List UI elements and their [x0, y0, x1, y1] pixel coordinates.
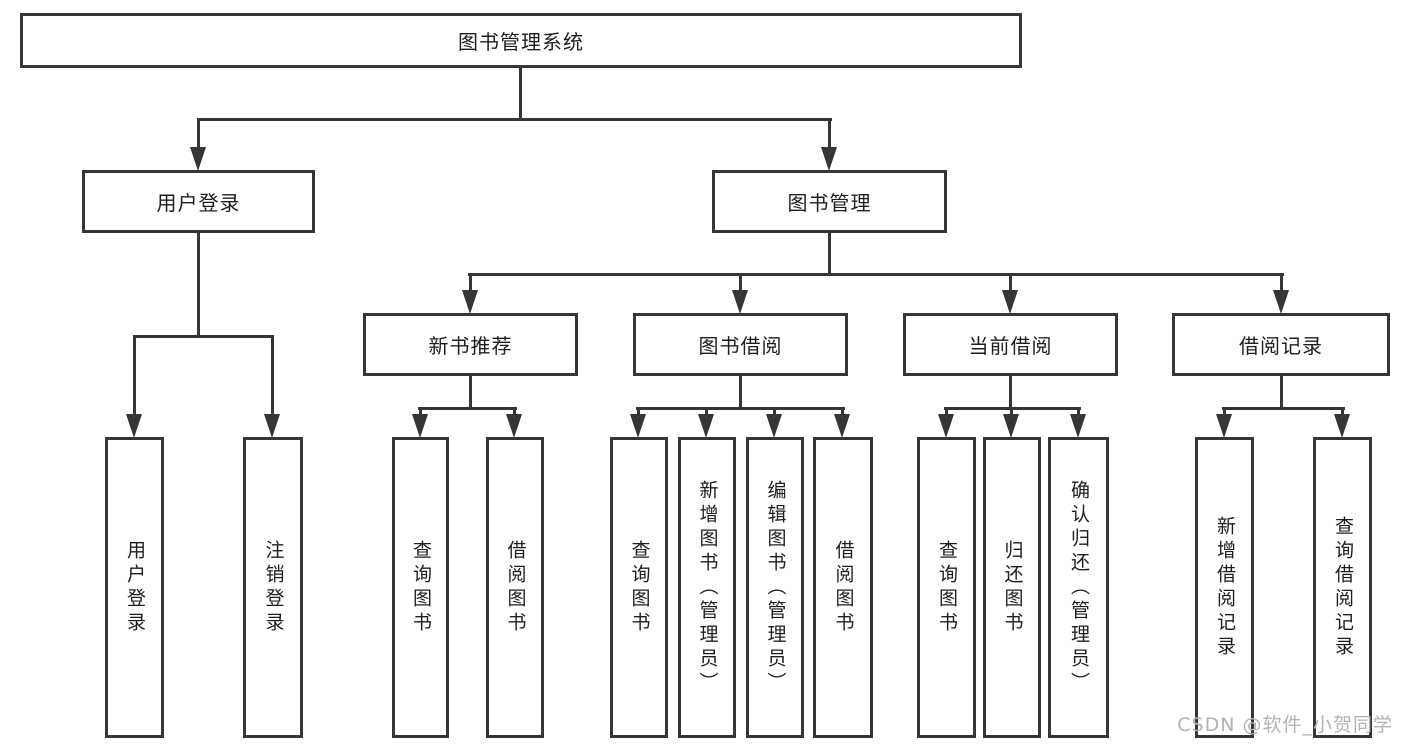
leaf-borrow-books-recommend-label: 借阅图书 — [504, 539, 527, 636]
arrow-down-icon — [190, 147, 206, 171]
node-user-login: 用户登录 — [82, 170, 315, 233]
leaf-edit-books-admin-label: 编辑图书（管理员） — [764, 479, 787, 696]
arrow-down-icon — [1273, 290, 1289, 314]
connector-line — [519, 66, 522, 121]
leaf-query-books-borrowing: 查询图书 — [610, 437, 668, 738]
arrow-down-icon — [264, 414, 280, 438]
arrow-down-icon — [412, 414, 428, 438]
connector-line — [828, 231, 831, 276]
connector-line — [1280, 273, 1283, 293]
connector-line — [637, 407, 640, 417]
leaf-query-books-borrowing-label: 查询图书 — [628, 539, 651, 636]
connector-line — [705, 407, 708, 417]
connector-line — [636, 407, 845, 410]
leaf-return-books-label: 归还图书 — [1001, 539, 1024, 636]
connector-line — [197, 231, 200, 338]
leaf-add-books-admin-label: 新增图书（管理员） — [696, 479, 719, 696]
connector-line — [271, 335, 274, 415]
node-borrowing-records-label: 借阅记录 — [1239, 334, 1323, 358]
connector-line — [418, 407, 517, 410]
connector-line — [133, 335, 274, 338]
node-root: 图书管理系统 — [20, 13, 1022, 68]
connector-line — [133, 335, 136, 415]
node-current-borrowing: 当前借阅 — [903, 313, 1118, 376]
connector-line — [739, 273, 742, 293]
node-book-borrowing: 图书借阅 — [633, 313, 848, 376]
leaf-logout-label: 注销登录 — [262, 539, 285, 636]
node-root-label: 图书管理系统 — [458, 30, 584, 54]
arrow-down-icon — [1216, 414, 1232, 438]
node-current-borrowing-label: 当前借阅 — [968, 334, 1053, 358]
connector-line — [1223, 407, 1226, 417]
leaf-query-borrow-record-label: 查询借阅记录 — [1331, 515, 1354, 660]
connector-line — [197, 118, 832, 121]
connector-line — [1010, 407, 1013, 417]
leaf-query-books-recommend-label: 查询图书 — [409, 539, 432, 636]
leaf-user-login-label: 用户登录 — [123, 539, 146, 636]
connector-line — [945, 407, 948, 417]
connector-line — [773, 407, 776, 417]
connector-line — [1077, 407, 1080, 417]
leaf-add-books-admin: 新增图书（管理员） — [678, 437, 736, 738]
arrow-down-icon — [1002, 290, 1018, 314]
connector-line — [469, 374, 472, 410]
connector-line — [828, 118, 831, 148]
connector-line — [1009, 273, 1012, 293]
arrow-down-icon — [938, 414, 954, 438]
arrow-down-icon — [698, 414, 714, 438]
leaf-query-borrow-record: 查询借阅记录 — [1313, 437, 1372, 738]
leaf-return-books: 归还图书 — [983, 437, 1041, 738]
arrow-down-icon — [821, 147, 837, 171]
connector-line — [1280, 374, 1283, 410]
arrow-down-icon — [1003, 414, 1019, 438]
connector-line — [841, 407, 844, 417]
connector-line — [1222, 407, 1345, 410]
leaf-user-login: 用户登录 — [105, 437, 164, 738]
node-borrowing-records: 借阅记录 — [1172, 313, 1390, 376]
node-new-book-recommend-label: 新书推荐 — [428, 334, 513, 358]
leaf-borrow-books-recommend: 借阅图书 — [486, 437, 544, 738]
connector-line — [1341, 407, 1344, 417]
arrow-down-icon — [630, 414, 646, 438]
leaf-confirm-return-admin: 确认归还（管理员） — [1048, 437, 1109, 738]
connector-line — [468, 273, 1284, 276]
node-book-management-label: 图书管理 — [787, 191, 872, 215]
leaf-logout: 注销登录 — [243, 437, 303, 738]
node-book-borrowing-label: 图书借阅 — [698, 334, 783, 358]
connector-line — [197, 118, 200, 148]
connector-line — [513, 407, 516, 417]
arrow-down-icon — [1070, 414, 1086, 438]
node-user-login-label: 用户登录 — [156, 191, 241, 215]
csdn-watermark: CSDN @软件_小贺同学 — [1177, 714, 1393, 736]
leaf-query-books-recommend: 查询图书 — [392, 437, 449, 738]
arrow-down-icon — [1334, 414, 1350, 438]
connector-line — [1009, 374, 1012, 410]
connector-line — [469, 273, 472, 293]
arrow-down-icon — [766, 414, 782, 438]
arrow-down-icon — [506, 414, 522, 438]
connector-line — [739, 374, 742, 410]
leaf-query-books-current-label: 查询图书 — [935, 539, 958, 636]
arrow-down-icon — [462, 290, 478, 314]
arrow-down-icon — [732, 290, 748, 314]
arrow-down-icon — [126, 414, 142, 438]
leaf-edit-books-admin: 编辑图书（管理员） — [746, 437, 804, 738]
arrow-down-icon — [834, 414, 850, 438]
leaf-confirm-return-admin-label: 确认归还（管理员） — [1067, 479, 1090, 696]
node-book-management: 图书管理 — [712, 170, 947, 233]
leaf-borrow-books-borrowing-label: 借阅图书 — [832, 539, 855, 636]
connector-line — [419, 407, 422, 417]
leaf-add-borrow-record-label: 新增借阅记录 — [1213, 515, 1236, 660]
node-new-book-recommend: 新书推荐 — [363, 313, 578, 376]
leaf-add-borrow-record: 新增借阅记录 — [1195, 437, 1254, 738]
leaf-query-books-current: 查询图书 — [917, 437, 976, 738]
leaf-borrow-books-borrowing: 借阅图书 — [813, 437, 873, 738]
